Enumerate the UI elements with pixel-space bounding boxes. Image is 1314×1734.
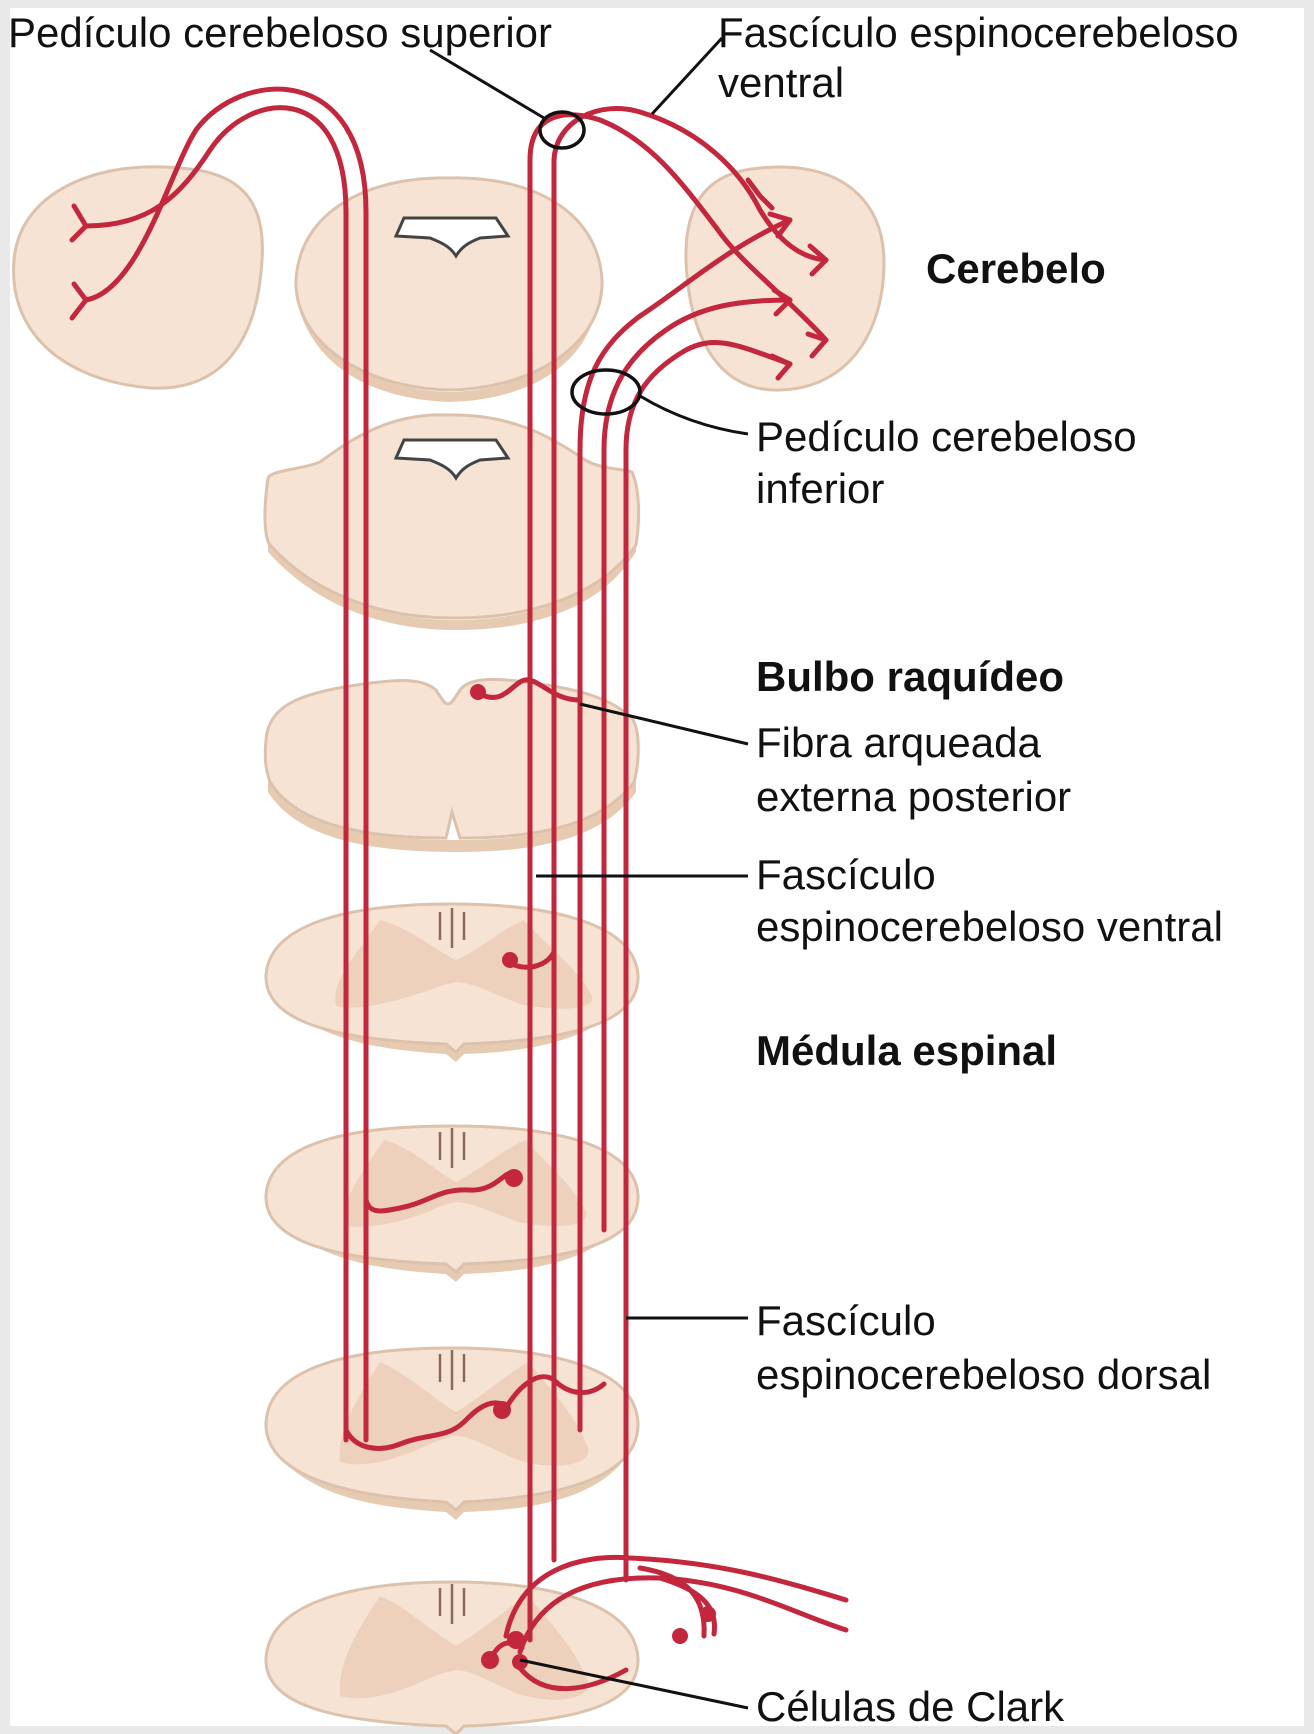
arcuate-fiber-label-line2: externa posterior (756, 772, 1071, 822)
dorsal-tract-label-line1: Fascículo (756, 1296, 936, 1346)
arcuate-fiber-label-line1: Fibra arqueada (756, 718, 1041, 768)
ventral-tract-top-label-line2: ventral (718, 58, 844, 108)
inferior-peduncle-label-line2: inferior (756, 464, 884, 514)
inferior-peduncle-label-line1: Pedículo cerebeloso (756, 412, 1137, 462)
ventral-tract-label-line2: espinocerebeloso ventral (756, 902, 1223, 952)
clark-cells-label: Células de Clark (756, 1682, 1064, 1732)
ventral-tract-top-label-line1: Fascículo espinocerebeloso (718, 8, 1239, 58)
cerebellum-label: Cerebelo (926, 244, 1106, 294)
cerebellum-right-hemisphere (686, 167, 884, 390)
ventral-tract-label-line1: Fascículo (756, 850, 936, 900)
dorsal-tract-label-line2: espinocerebeloso dorsal (756, 1350, 1211, 1400)
medulla-label: Bulbo raquídeo (756, 652, 1064, 702)
spinal-cord-label: Médula espinal (756, 1026, 1057, 1076)
superior-peduncle-label: Pedículo cerebeloso superior (8, 8, 552, 58)
